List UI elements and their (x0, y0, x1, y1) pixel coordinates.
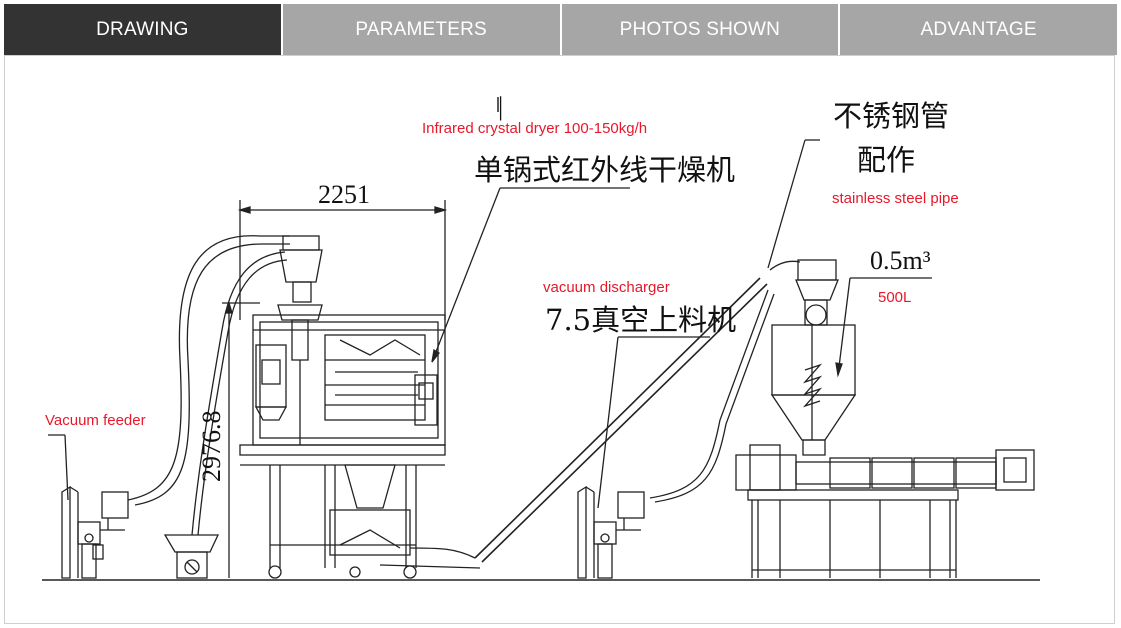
pipe-label-cn-2: 配作 (857, 143, 915, 177)
dryer-label-cn: 单锅式红外线干燥机 (474, 153, 735, 187)
pipe-label-cn-1: 不锈钢管 (833, 99, 949, 133)
top-tick-mark: | (498, 92, 503, 121)
tab-advantage[interactable]: ADVANTAGE (840, 4, 1117, 55)
width-dimension: 2251 (318, 180, 370, 209)
hopper-extruder (735, 259, 1035, 578)
vacuum-feeder-label: Vacuum feeder (45, 412, 146, 429)
pipe-label-en: stainless steel pipe (832, 190, 959, 207)
floor-hopper (163, 534, 220, 579)
tab-parameters[interactable]: PARAMETERS (282, 4, 560, 55)
vacuum-discharger (577, 485, 645, 579)
discharger-label-cn: 7.5真空上料机 (545, 303, 736, 337)
tab-drawing[interactable]: DRAWING (4, 4, 281, 55)
tab-photos-shown[interactable]: PHOTOS SHOWN (561, 4, 839, 55)
hopper-volume: 0.5m³ (870, 246, 931, 275)
height-dimension: 2976.8 (197, 411, 226, 483)
infrared-dryer (239, 235, 446, 579)
vacuum-feeder-left (61, 485, 129, 579)
dryer-label-en: Infrared crystal dryer 100-150kg/h (422, 120, 647, 137)
hopper-volume-en: 500L (878, 289, 911, 306)
tab-bar: DRAWING PARAMETERS PHOTOS SHOWN ADVANTAG… (4, 4, 1117, 55)
discharger-label-en: vacuum discharger (543, 279, 670, 296)
